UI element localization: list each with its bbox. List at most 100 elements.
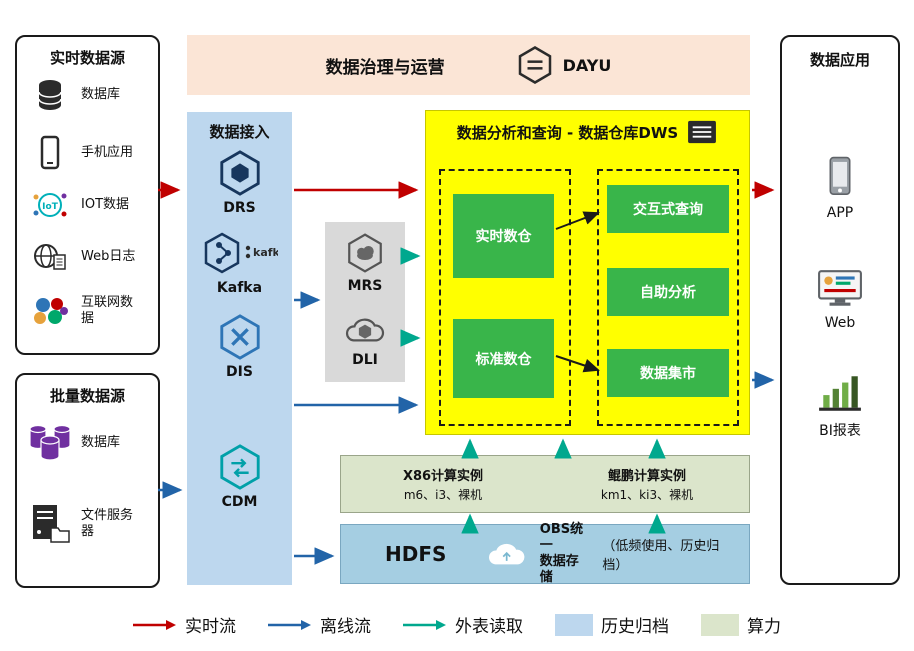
x86-title: X86计算实例: [402, 469, 484, 484]
analytics-services-panel: MRS DLI: [325, 222, 405, 382]
service-kafka: kafka Kafka: [187, 232, 292, 296]
app-item: Web: [782, 269, 898, 331]
node-label: 数据集市: [640, 366, 696, 382]
list-item: 数据库: [27, 79, 152, 111]
service-dli: DLI: [325, 310, 405, 368]
legend-label: 算力: [747, 617, 781, 637]
realtime-warehouse-node: 实时数仓: [453, 194, 554, 278]
dws-title-row: 数据分析和查询 - 数据仓库DWS: [426, 119, 749, 145]
legend-label: 外表读取: [455, 617, 523, 637]
dws-document-icon: [688, 120, 717, 144]
list-item: 互联网数据: [27, 295, 152, 328]
list-item: 手机应用: [27, 135, 152, 171]
cdm-icon: [219, 444, 260, 490]
internet-icon: [27, 295, 73, 327]
red-arrow-icon: [133, 619, 176, 630]
history-archive-swatch: [555, 613, 593, 636]
source-label: 文件服务器: [81, 507, 134, 539]
data-applications-title: 数据应用: [809, 51, 870, 69]
mrs-icon: [348, 233, 382, 273]
obs-cloud-icon: [489, 543, 525, 565]
dis-icon: [219, 314, 260, 360]
source-label: 手机应用: [81, 144, 134, 160]
legend: 实时流 离线流 外表读取 历史归档 算力: [0, 612, 914, 637]
governance-title: 数据治理与运营: [325, 57, 445, 78]
service-label: CDM: [221, 494, 258, 510]
list-item: IoT IOT数据: [27, 189, 152, 221]
source-label: Web日志: [81, 248, 136, 264]
teal-arrow-icon: [403, 619, 446, 630]
datamart-node: 数据集市: [607, 349, 729, 397]
kunpeng-spec: km1、ki3、裸机: [600, 488, 694, 502]
governance-banner: 数据治理与运营 DAYU: [187, 35, 750, 95]
kafka-icon: kafka: [204, 232, 278, 274]
svg-text:IoT: IoT: [42, 202, 59, 212]
legend-offline-flow: 离线流: [268, 612, 371, 637]
obs-line1: OBS统一: [539, 521, 584, 553]
legend-history-archive: 历史归档: [555, 612, 669, 637]
realtime-sources-title: 实时数据源: [49, 49, 125, 67]
obs-note: （低频使用、历史归档）: [602, 539, 720, 573]
service-label: DLI: [352, 352, 378, 368]
dayu-label: DAYU: [562, 55, 612, 75]
node-label: 自助分析: [640, 285, 696, 301]
service-drs: DRS: [187, 150, 292, 216]
obs-label: OBS统一 数据存储: [540, 522, 591, 587]
svg-text:kafka: kafka: [253, 246, 278, 259]
service-label: DRS: [223, 200, 256, 216]
list-item: Web日志: [27, 242, 152, 272]
bi-report-icon: [819, 376, 861, 411]
x86-compute: X86计算实例 m6、i3、裸机: [341, 456, 545, 512]
warehouse-left-group: [439, 169, 571, 426]
dws-title: 数据分析和查询 - 数据仓库DWS: [456, 123, 679, 142]
interactive-query-node: 交互式查询: [607, 185, 729, 233]
service-label: DIS: [226, 364, 253, 380]
data-applications-panel: 数据应用 APP Web BI报表: [780, 35, 900, 585]
service-label: MRS: [347, 278, 383, 294]
dws-panel: 数据分析和查询 - 数据仓库DWS 实时数仓 标准数仓 交互式查询 自助分析 数…: [425, 110, 750, 435]
list-item: 文件服务器: [27, 503, 152, 545]
app-label: BI报表: [819, 423, 861, 439]
warehouse-right-group: [597, 169, 739, 426]
blue-arrow-icon: [268, 619, 311, 630]
source-label: 数据库: [81, 434, 121, 450]
legend-label: 离线流: [320, 617, 371, 637]
node-label: 交互式查询: [633, 202, 703, 218]
web-monitor-icon: [818, 270, 862, 306]
batch-sources-panel: 批量数据源 数据库 文件服务器: [15, 373, 160, 588]
selfservice-analysis-node: 自助分析: [607, 268, 729, 316]
drs-icon: [219, 150, 260, 196]
storage-panel: HDFS OBS统一 数据存储 （低频使用、历史归档）: [340, 522, 750, 587]
database-icon: [27, 79, 73, 111]
legend-realtime-flow: 实时流: [133, 612, 236, 637]
file-server-icon: [27, 503, 73, 545]
database-stack-icon: [27, 420, 73, 466]
app-item: BI报表: [782, 372, 898, 440]
weblog-icon: [27, 242, 73, 272]
dayu-product: DAYU: [515, 45, 612, 85]
legend-label: 历史归档: [601, 617, 669, 637]
kunpeng-compute: 鲲鹏计算实例 km1、ki3、裸机: [545, 456, 749, 512]
list-item: 数据库: [27, 420, 152, 466]
node-label: 实时数仓: [475, 229, 532, 245]
service-dis: DIS: [187, 314, 292, 380]
hdfs-label: HDFS: [385, 542, 447, 566]
legend-label: 实时流: [185, 617, 236, 637]
app-phone-icon: [829, 156, 851, 196]
app-label: APP: [826, 205, 854, 221]
data-ingestion-panel: 数据接入 DRS kafka Kafka DIS CDM: [187, 112, 292, 585]
compute-instances-panel: X86计算实例 m6、i3、裸机 鲲鹏计算实例 km1、ki3、裸机: [340, 455, 750, 513]
batch-sources-title: 批量数据源: [49, 387, 125, 405]
dayu-icon: [518, 46, 551, 84]
app-label: Web: [824, 315, 856, 331]
source-label: 互联网数据: [81, 295, 134, 327]
data-ingestion-title: 数据接入: [209, 123, 270, 141]
legend-compute-power: 算力: [701, 612, 781, 637]
standard-warehouse-node: 标准数仓: [453, 319, 554, 398]
phone-icon: [27, 135, 73, 171]
source-label: IOT数据: [81, 196, 130, 212]
kunpeng-title: 鲲鹏计算实例: [607, 469, 686, 484]
service-cdm: CDM: [187, 444, 292, 510]
iot-icon: IoT: [27, 189, 73, 221]
